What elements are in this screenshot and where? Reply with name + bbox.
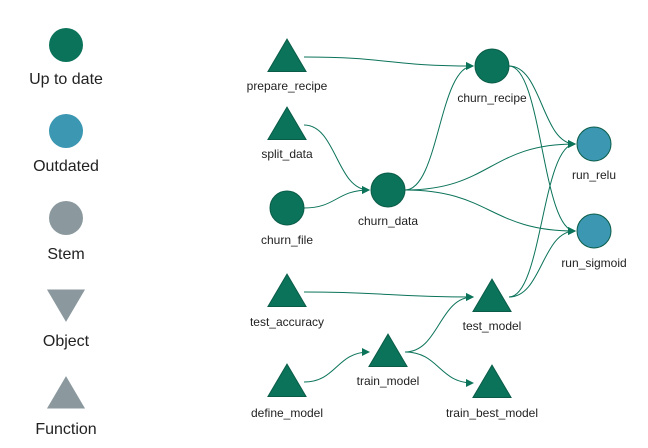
legend-item-up-to-date: Up to date	[29, 28, 103, 88]
node-circle-icon[interactable]	[576, 126, 612, 162]
node-prepare_recipe[interactable]: prepare_recipe	[247, 38, 328, 93]
node-triangle-up-icon[interactable]	[267, 273, 307, 307]
legend-label: Object	[43, 333, 90, 350]
edge-split_data-to-churn_data	[303, 124, 370, 194]
node-label: run_relu	[572, 168, 616, 182]
legend-circle-icon	[49, 201, 83, 235]
legend-item-object: Object	[43, 289, 90, 350]
node-define_model[interactable]: define_model	[251, 363, 323, 420]
node-label: test_model	[463, 319, 522, 333]
legend-item-stem: Stem	[47, 201, 85, 263]
edge-test_model-to-run_relu	[508, 140, 576, 298]
edge-test_model-to-run_sigmoid	[508, 227, 576, 298]
node-circle-icon[interactable]	[370, 172, 406, 208]
node-churn_recipe[interactable]: churn_recipe	[457, 48, 527, 105]
node-triangle-up-icon[interactable]	[368, 333, 408, 367]
node-triangle-up-icon[interactable]	[472, 364, 512, 398]
edge-train_model-to-train_best_model	[404, 351, 474, 387]
legend-label: Outdated	[33, 158, 99, 175]
node-circle-icon[interactable]	[269, 190, 305, 226]
node-triangle-up-icon[interactable]	[267, 106, 307, 140]
node-train_best_model[interactable]: train_best_model	[446, 364, 538, 420]
node-label: train_best_model	[446, 406, 538, 420]
node-label: churn_file	[261, 233, 313, 247]
nodes: prepare_recipe split_data churn_file test_a…	[247, 38, 627, 420]
edge-test_accuracy-to-test_model	[303, 291, 474, 301]
node-label: churn_recipe	[457, 91, 527, 105]
edge-prepare_recipe-to-churn_recipe	[303, 56, 474, 70]
edge-churn_data-to-churn_recipe	[404, 62, 474, 191]
node-test_model[interactable]: test_model	[463, 278, 522, 333]
node-label: train_model	[357, 374, 420, 388]
edge-train_model-to-test_model	[404, 293, 474, 353]
edge-churn_data-to-run_sigmoid	[404, 189, 576, 235]
edge-define_model-to-train_model	[303, 348, 370, 383]
node-label: churn_data	[358, 214, 418, 228]
node-split_data[interactable]: split_data	[261, 106, 313, 161]
edge-churn_recipe-to-run_relu	[508, 65, 576, 148]
node-triangle-up-icon[interactable]	[472, 278, 512, 312]
legend-label: Up to date	[29, 71, 103, 88]
node-label: run_sigmoid	[561, 256, 626, 270]
node-label: test_accuracy	[250, 315, 324, 329]
edge-churn_data-to-run_relu	[404, 140, 576, 191]
node-train_model[interactable]: train_model	[357, 333, 420, 388]
legend-label: Function	[35, 421, 96, 438]
node-circle-icon[interactable]	[474, 48, 510, 84]
node-run_sigmoid[interactable]: run_sigmoid	[561, 213, 627, 270]
node-triangle-up-icon[interactable]	[267, 363, 307, 397]
node-run_relu[interactable]: run_relu	[572, 126, 616, 182]
legend-item-outdated: Outdated	[33, 114, 99, 175]
edges	[303, 56, 576, 387]
node-circle-icon[interactable]	[576, 213, 612, 249]
legend-triangle-up-icon	[46, 376, 86, 409]
node-label: define_model	[251, 406, 323, 420]
edge-churn_file-to-churn_data	[303, 186, 370, 209]
node-churn_data[interactable]: churn_data	[358, 172, 418, 228]
legend-circle-icon	[49, 114, 83, 148]
node-triangle-up-icon[interactable]	[267, 38, 307, 72]
legend-item-function: Function	[35, 376, 97, 438]
node-churn_file[interactable]: churn_file	[261, 190, 313, 247]
legend-triangle-down-icon	[46, 289, 86, 322]
node-label: prepare_recipe	[247, 79, 328, 93]
legend-circle-icon	[49, 28, 83, 62]
legend-label: Stem	[47, 246, 84, 263]
node-test_accuracy[interactable]: test_accuracy	[250, 273, 324, 329]
edge-churn_recipe-to-run_sigmoid	[508, 65, 576, 235]
node-label: split_data	[261, 147, 313, 161]
